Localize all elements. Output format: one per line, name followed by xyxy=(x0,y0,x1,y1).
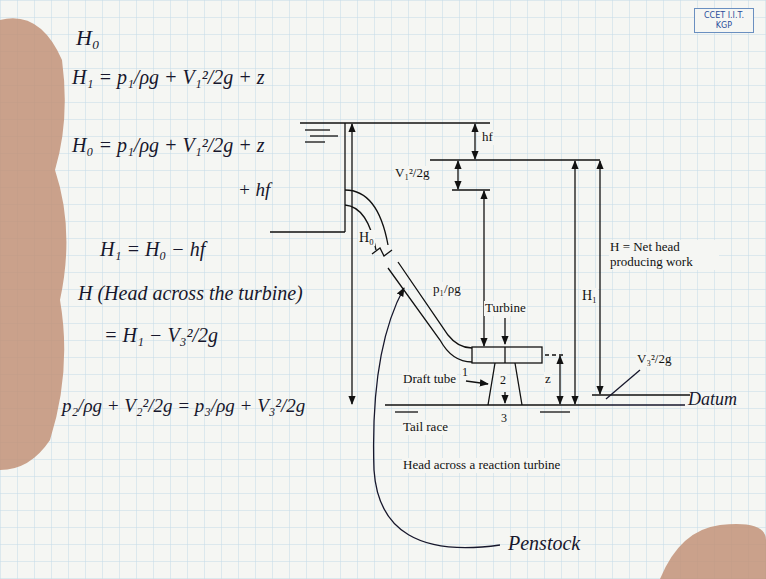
diagram-label: V₁²/2g xyxy=(394,166,430,181)
diagram-label: Turbine xyxy=(484,301,527,316)
diagram-label: 2 xyxy=(499,374,507,388)
logo-box: CCET I.I.T. KGP xyxy=(694,8,754,33)
handwritten-note: H₁ = p₁/ρg + V₁²/2g + z xyxy=(72,66,265,88)
diagram-label: H₀ xyxy=(358,230,375,246)
diagram-label: H = Net head producing work xyxy=(609,240,719,270)
hand xyxy=(660,524,766,579)
handwritten-note: Datum xyxy=(688,390,737,410)
handwritten-note: H₁ = H₀ − hf xyxy=(100,238,205,260)
handwritten-note: Penstock xyxy=(508,532,580,554)
diagram-label: V₃²/2g xyxy=(636,352,672,367)
diagram-label: Draft tube xyxy=(402,372,457,387)
diagram-label: 1 xyxy=(461,366,469,380)
handwritten-note: = H₁ − V₃²/2g xyxy=(104,324,218,346)
handwritten-note: H (Head across the turbine) xyxy=(78,282,303,304)
handwritten-note: H₀ xyxy=(76,26,100,50)
logo-text: CCET I.I.T. KGP xyxy=(698,11,750,30)
handwritten-note: H₀ = p₁/ρg + V₁²/2g + z xyxy=(72,134,265,156)
diagram-label: 3 xyxy=(500,412,508,426)
diagram-label: p₁/ρg xyxy=(432,282,462,297)
hand xyxy=(0,18,66,470)
diagram-label: z xyxy=(544,372,552,387)
diagram-label: Head across a reaction turbine xyxy=(402,458,561,473)
handwritten-note: p₂/ρg + V₂²/2g = p₃/ρg + V₃²/2g xyxy=(62,396,305,417)
diagram-label: hf xyxy=(481,130,494,145)
diagram-label: H₁ xyxy=(581,288,598,304)
handwritten-note: + hf xyxy=(238,180,270,201)
diagram-label: Tail race xyxy=(402,420,449,435)
